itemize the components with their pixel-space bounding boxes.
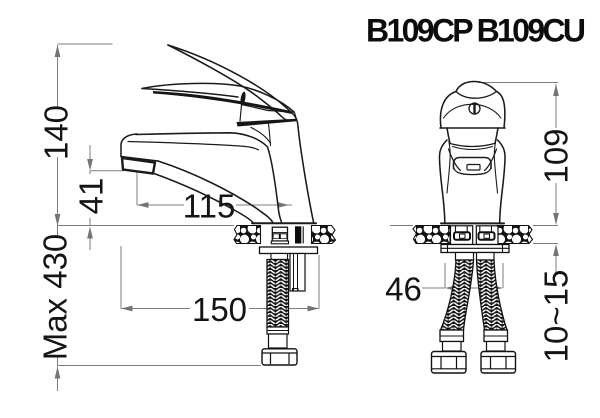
svg-text:10~15: 10~15: [538, 270, 575, 363]
svg-text:46: 46: [385, 271, 422, 308]
svg-text:41: 41: [73, 178, 110, 215]
svg-text:Max 430: Max 430: [37, 234, 74, 361]
svg-text:109: 109: [538, 128, 575, 183]
svg-text:150: 150: [192, 291, 247, 328]
svg-text:140: 140: [38, 105, 75, 160]
svg-text:B109CP B109CU: B109CP B109CU: [366, 13, 586, 49]
